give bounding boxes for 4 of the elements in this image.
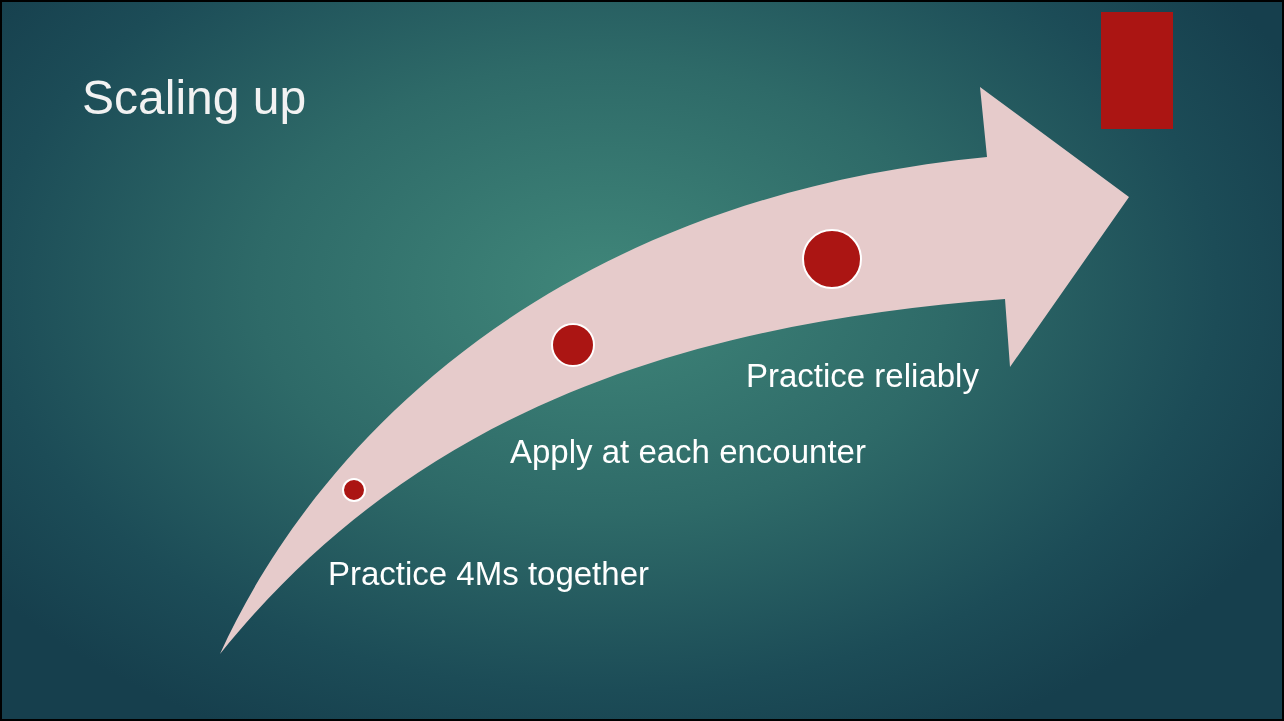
step-label: Practice reliably — [746, 357, 979, 395]
step-label: Apply at each encounter — [510, 433, 866, 471]
slide-title: Scaling up — [82, 70, 307, 125]
step-label: Practice 4Ms together — [328, 555, 649, 593]
